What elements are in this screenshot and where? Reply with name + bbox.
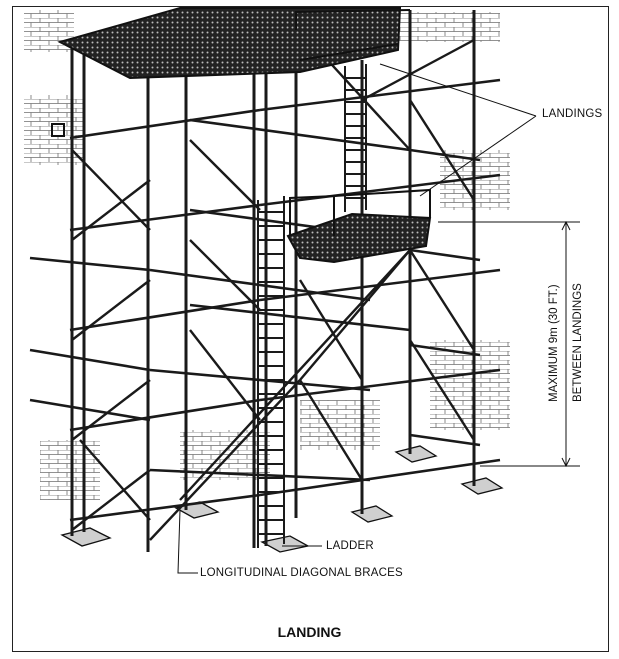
wall-tie-anchor (51, 123, 65, 137)
figure-frame (12, 6, 609, 652)
landing-lower (286, 188, 432, 264)
landings-leaders (379, 63, 537, 197)
max-height-label: MAXIMUM 9m (30 FT.) (548, 284, 560, 402)
between-landings-label: BETWEEN LANDINGS (572, 283, 584, 402)
dimension-line (438, 220, 580, 468)
ladder-lower (257, 196, 285, 548)
braces-leader (177, 509, 198, 574)
ladder-upper (344, 64, 367, 212)
base-plates (60, 445, 504, 553)
landings-label: LANDINGS (542, 108, 603, 120)
landing-upper (57, 7, 411, 80)
figure-caption: LANDING (277, 624, 342, 640)
ladder-label: LADDER (326, 540, 374, 552)
braces-label: LONGITUDINAL DIAGONAL BRACES (200, 567, 403, 579)
